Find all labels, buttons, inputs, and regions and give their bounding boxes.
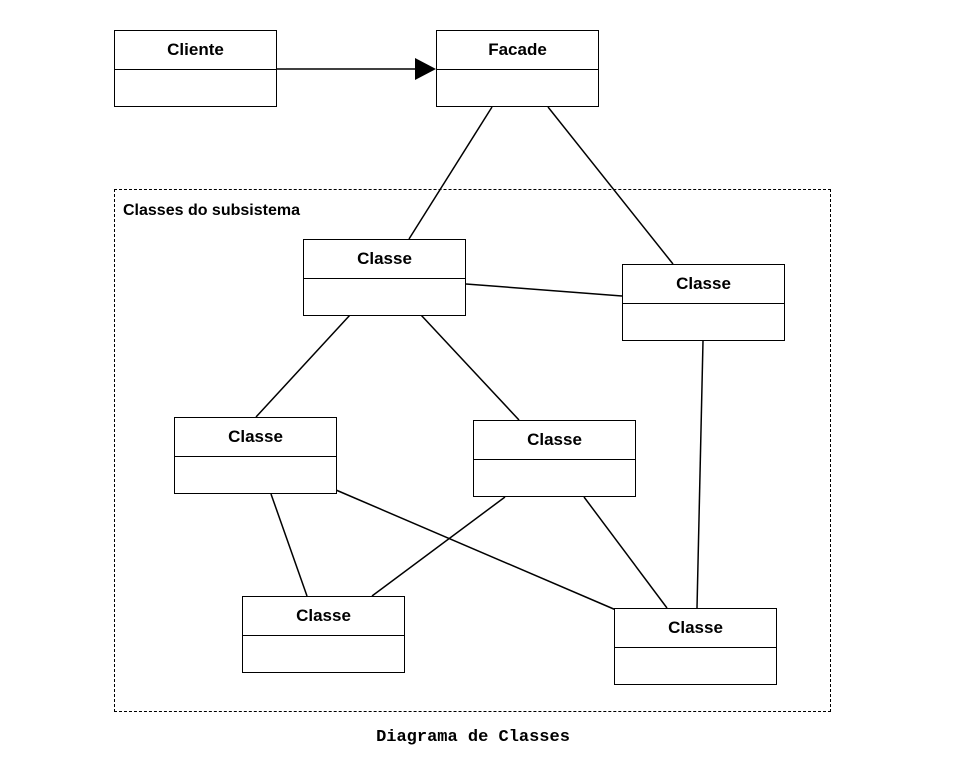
diagram-caption: Diagrama de Classes: [376, 728, 570, 747]
class-sub1[interactable]: Classe: [303, 239, 466, 316]
class-sub2[interactable]: Classe: [622, 264, 785, 341]
relation-facade-sub1: [408, 106, 493, 240]
class-body: [474, 460, 635, 497]
relation-sub1-sub3: [255, 314, 351, 418]
class-cliente[interactable]: Cliente: [114, 30, 277, 107]
relation-sub1-sub4: [420, 314, 520, 421]
relation-sub4-sub5: [371, 496, 506, 597]
class-body: [175, 457, 336, 494]
class-name: Classe: [304, 240, 465, 279]
class-name: Classe: [623, 265, 784, 304]
package-label: Classes do subsistema: [123, 202, 300, 219]
class-sub6[interactable]: Classe: [614, 608, 777, 685]
class-name: Cliente: [115, 31, 276, 70]
relation-sub3-sub6: [335, 489, 617, 611]
class-facade[interactable]: Facade: [436, 30, 599, 107]
class-body: [304, 279, 465, 316]
class-name: Classe: [474, 421, 635, 460]
class-body: [623, 304, 784, 341]
arrowhead-icon: [415, 58, 436, 80]
class-sub4[interactable]: Classe: [473, 420, 636, 497]
relation-sub1-sub2: [465, 283, 623, 297]
class-body: [437, 70, 598, 107]
class-body: [115, 70, 276, 107]
relation-sub3-sub5: [270, 493, 308, 597]
subsystem-package: Classes do subsistema: [114, 189, 831, 712]
class-name: Classe: [615, 609, 776, 648]
class-body: [243, 636, 404, 673]
class-sub5[interactable]: Classe: [242, 596, 405, 673]
class-name: Facade: [437, 31, 598, 70]
class-name: Classe: [243, 597, 404, 636]
relation-sub4-sub6: [583, 496, 668, 609]
relation-sub2-sub6: [696, 340, 704, 609]
class-body: [615, 648, 776, 685]
class-name: Classe: [175, 418, 336, 457]
class-sub3[interactable]: Classe: [174, 417, 337, 494]
relation-facade-sub2: [547, 106, 674, 265]
